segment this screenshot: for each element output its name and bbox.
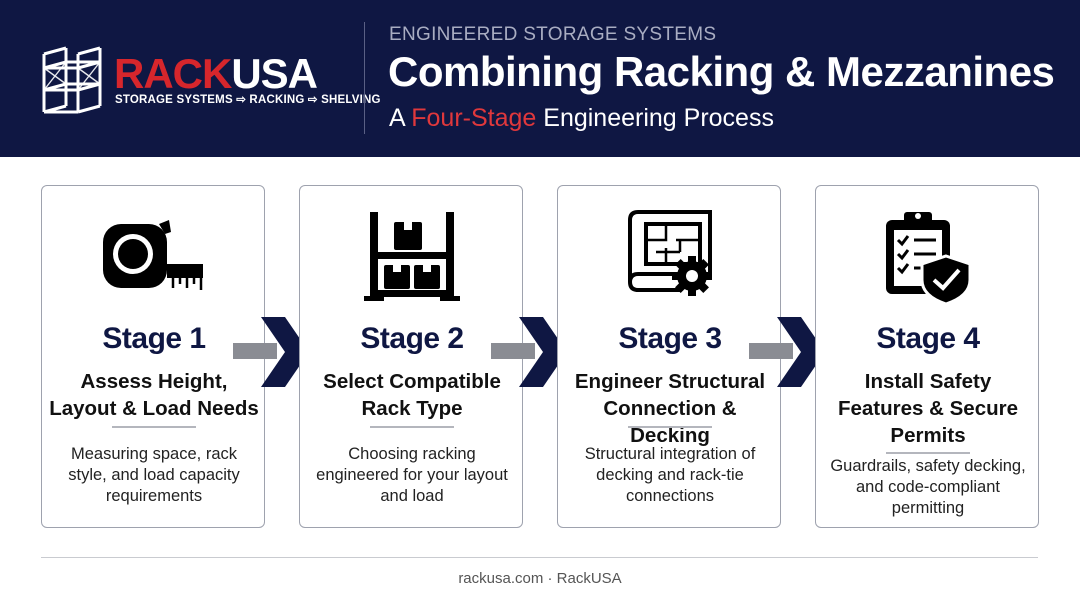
card-divider (112, 426, 196, 428)
card-divider (628, 426, 712, 428)
rack-icon (42, 46, 102, 114)
card-divider (370, 426, 454, 428)
rackusa-logo[interactable]: RACKUSA STORAGE SYSTEMS ⇨ RACKING ⇨ SHEL… (38, 44, 380, 116)
stage-description: Guardrails, safety decking, and code-com… (830, 457, 1026, 517)
tape-measure-icon (42, 206, 266, 306)
rack-boxes-icon (300, 206, 524, 306)
stage-description: Measuring space, rack style, and load ca… (68, 445, 240, 505)
arrow-right-icon (491, 317, 567, 387)
page-subtitle: A Four-Stage Engineering Process (389, 104, 774, 132)
stage-card-2: Stage 2 Select Compatible Rack Type Choo… (299, 185, 523, 528)
page-title: Combining Racking & Mezzanines (388, 48, 1055, 95)
footer-text[interactable]: rackusa.com · RackUSA (458, 570, 622, 587)
stage-number: Stage 1 (102, 322, 206, 355)
header-divider (364, 22, 365, 134)
stage-heading: Select Compatible Rack Type (323, 370, 501, 420)
header-banner: RACKUSA STORAGE SYSTEMS ⇨ RACKING ⇨ SHEL… (0, 0, 1080, 157)
logo-wordmark: RACKUSA (114, 50, 318, 97)
stage-heading: Install Safety Features & Secure Permits (837, 370, 1019, 447)
logo-tagline: STORAGE SYSTEMS ⇨ RACKING ⇨ SHELVING (115, 94, 381, 106)
stage-number: Stage 4 (876, 322, 980, 355)
footer-divider (41, 557, 1038, 558)
stage-heading: Assess Height, Layout & Load Needs (49, 370, 259, 420)
arrow-right-icon (749, 317, 825, 387)
stage-description: Structural integration of decking and ra… (584, 445, 756, 505)
stage-number: Stage 2 (360, 322, 464, 355)
stage-description: Choosing racking engineered for your lay… (316, 445, 508, 505)
clipboard-shield-icon (816, 206, 1040, 306)
subtitle-highlight: Four-Stage (411, 104, 537, 132)
eyebrow-text: ENGINEERED STORAGE SYSTEMS (389, 24, 717, 45)
blueprint-gear-icon (558, 206, 782, 306)
stage-card-4: Stage 4 Install Safety Features & Secure… (815, 185, 1039, 528)
stage-number: Stage 3 (618, 322, 722, 355)
arrow-right-icon (233, 317, 309, 387)
stage-card-3: Stage 3 Engineer Structural Connection &… (557, 185, 781, 528)
stage-heading: Engineer Structural Connection & Decking (574, 370, 766, 447)
stage-card-1: Stage 1 Assess Height, Layout & Load Nee… (41, 185, 265, 528)
card-divider (886, 452, 970, 454)
